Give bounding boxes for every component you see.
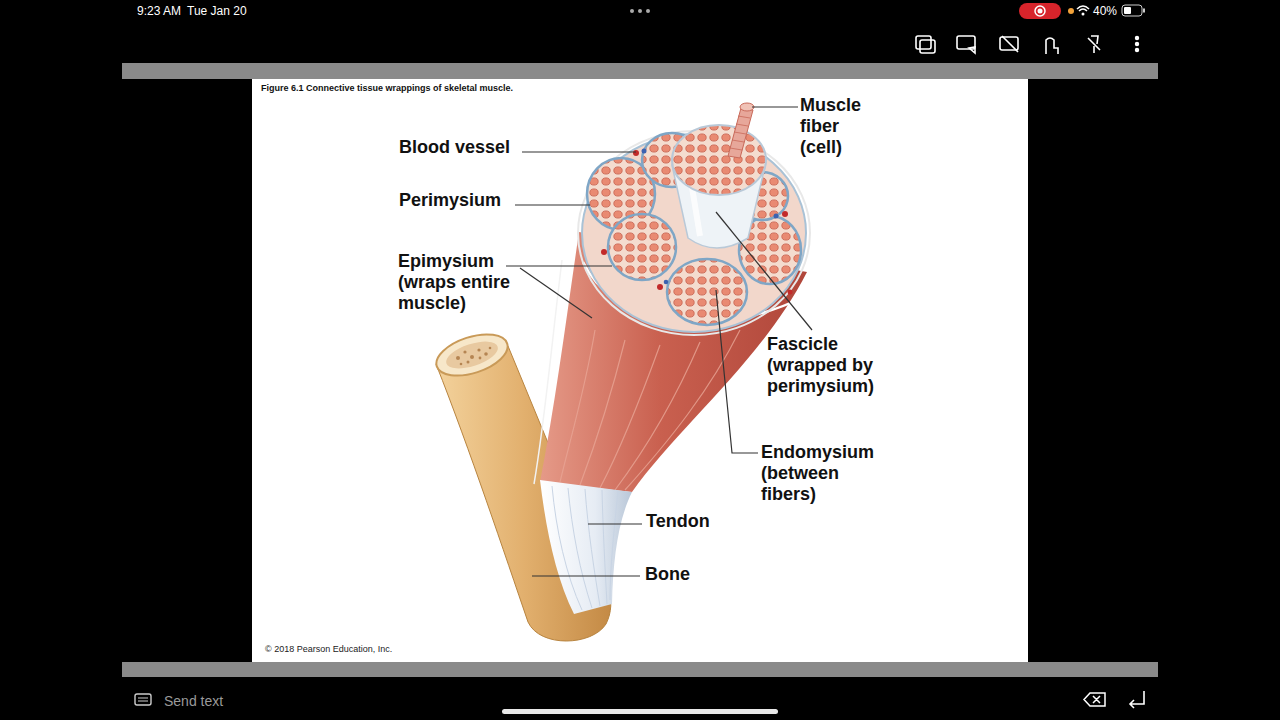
battery-level: 40% (1093, 4, 1117, 18)
input-placeholder: Send text (164, 693, 223, 710)
tendon-illustration (540, 480, 632, 614)
status-icons (630, 3, 1145, 19)
status-time: 9:23 AM (137, 4, 181, 18)
part-label: Perimysium (399, 190, 501, 211)
part-label: Bone (645, 564, 690, 585)
gray-band (122, 63, 1158, 79)
part-label: Blood vessel (399, 137, 510, 158)
muscle-cross-section (578, 103, 810, 335)
leader-lines (506, 107, 812, 576)
part-label: Epimysium (wraps entire muscle) (398, 251, 533, 314)
part-label: Tendon (646, 511, 710, 532)
status-date: Tue Jan 20 (187, 4, 247, 18)
figure-title: Figure 6.1 Connective tissue wrappings o… (261, 83, 513, 94)
bottom-bar-icons (135, 691, 1144, 714)
part-label: Muscle fiber (cell) (800, 95, 875, 158)
copyright-note: © 2018 Pearson Education, Inc. (265, 644, 392, 655)
slide (252, 79, 1028, 662)
toolbar-icons (916, 36, 1138, 54)
gray-band (122, 662, 1158, 677)
part-label: Endomysium (between fibers) (761, 442, 891, 505)
part-label: Fascicle (wrapped by perimysium) (767, 334, 897, 397)
